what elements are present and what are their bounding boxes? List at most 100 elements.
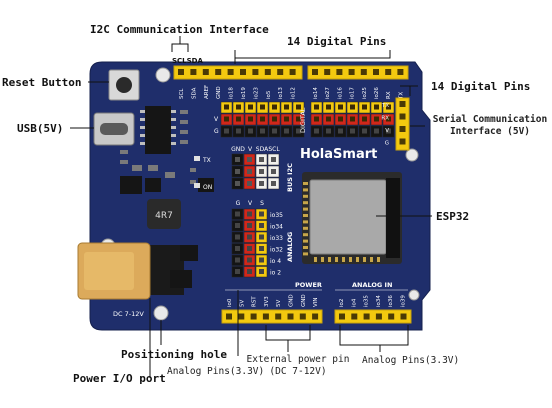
digital-pin-hole [248, 117, 253, 122]
top-pin-hole [265, 69, 271, 75]
analog-in-pin-hole [388, 314, 394, 320]
dc-label: DC 7-12V [113, 310, 144, 318]
power-pin-label: 5V [276, 300, 282, 307]
power-io-callout: Power I/O port [73, 372, 166, 385]
esp32-pad [349, 257, 352, 262]
analog-pin-hole [235, 235, 240, 240]
top-pin-label: io23 [253, 87, 259, 99]
analog-pin-hole [235, 212, 240, 217]
serial-callout-line1: Serial Communication [430, 114, 550, 126]
analog-pin-hole [247, 212, 252, 217]
analog-side-label: io32 [270, 247, 283, 254]
top-pin-hole [397, 69, 403, 75]
analog-pin-hole [247, 258, 252, 263]
top-pin-hole [361, 69, 367, 75]
digital-pin-hole [224, 117, 229, 122]
digital-pin-hole [224, 129, 229, 134]
reset-button-callout: Reset Button [2, 76, 81, 89]
top-pin-label: io26 [374, 87, 380, 99]
digital-pin-hole [350, 129, 355, 134]
reset-button[interactable] [109, 70, 139, 100]
mounting-hole-bottom [154, 306, 168, 320]
esp32-pad [303, 195, 308, 198]
analog-side-label: io 2 [270, 270, 281, 277]
digital-pin-hole [326, 105, 331, 110]
top-pin-hole [178, 69, 184, 75]
usb-port[interactable] [94, 113, 134, 145]
analog-in-pin-hole [364, 314, 370, 320]
digital-pin-hole [374, 105, 379, 110]
digital-pin-hole [272, 117, 277, 122]
bus-i2c-label: BUS I2C [286, 163, 294, 192]
digital-pin-hole [272, 129, 277, 134]
esp32-pad [303, 188, 308, 191]
top-pin-hole [228, 69, 234, 75]
esp32-pad [303, 214, 308, 217]
power-jack[interactable] [78, 243, 184, 299]
esp32-pad [303, 182, 308, 185]
top-pin-hole [277, 69, 283, 75]
top-pin-label: AREF [204, 85, 210, 99]
i2c-pin-hole [235, 181, 240, 186]
i2c-pin-hole [247, 169, 252, 174]
esp32-pad [335, 257, 338, 262]
analog-pin-hole [247, 269, 252, 274]
serial-callout-line2: Interface (5V) [430, 126, 550, 138]
top-pin-hole [290, 69, 296, 75]
digital-pin-hole [326, 117, 331, 122]
analog-pin-hole [247, 246, 252, 251]
analog-in-pin-label: io35 [364, 295, 370, 307]
esp32-pad [303, 252, 308, 255]
analog-in-pin-hole [376, 314, 382, 320]
analog-in-pin-label: io36 [388, 295, 394, 307]
analog-side-label: io33 [270, 235, 283, 242]
digital-vertical-label: DIGITAL [299, 107, 307, 133]
power-pin-label: 5V [239, 300, 245, 307]
esp32-pad [356, 257, 359, 262]
power-pin-label: RST [252, 296, 258, 307]
analog-pins-right-callout: Analog Pins(3.3V) [362, 355, 459, 367]
top-pin-hole [385, 69, 391, 75]
power-pin-label: VIN [313, 298, 319, 308]
power-pin-hole [226, 314, 232, 320]
analog-pin-hole [259, 223, 264, 228]
serial-pin-hole [400, 126, 406, 132]
power-header [222, 310, 322, 323]
digital-pin-hole [326, 129, 331, 134]
esp32-pad [342, 257, 345, 262]
digital-pin-hole [236, 117, 241, 122]
digital-pin-hole [314, 117, 319, 122]
digital-pin-hole [260, 105, 265, 110]
i2c-pin-hole [259, 181, 264, 186]
top-pin-label: GND [216, 86, 222, 99]
esp32-pad [321, 257, 324, 262]
tx-led-label: TX [202, 157, 211, 164]
top-pin-label: io12 [291, 87, 297, 99]
i2c-column-label: SCL [268, 146, 280, 153]
bottom-pin-holes [226, 314, 407, 320]
serial-pin-label: V [385, 128, 389, 134]
i2c-pin-hole [235, 157, 240, 162]
analog-side-label: io34 [270, 224, 283, 231]
analog-vertical-label: ANALOG [286, 232, 294, 262]
analog-pin-hole [247, 223, 252, 228]
serial-interface-callout: Serial Communication Interface (5V) [430, 114, 550, 138]
analog-in-pin-hole [401, 314, 407, 320]
analog-pin-hole [259, 269, 264, 274]
esp32-pad [303, 201, 308, 204]
gvs-column-label: S [260, 200, 264, 207]
inductor-4r7: 4R7 [147, 199, 181, 229]
digital-pin-hole [236, 129, 241, 134]
i2c-column-label: GND [231, 146, 245, 153]
power-pin-hole [288, 314, 294, 320]
top-pin-hole [215, 69, 221, 75]
power-title: POWER [295, 281, 322, 289]
power-pin-hole [251, 314, 257, 320]
top-pin-label: SCL [179, 88, 185, 99]
i2c-pin-hole [259, 169, 264, 174]
serial-pin-label: RX [381, 116, 389, 122]
on-led [194, 183, 200, 188]
mounting-hole-bottom-right [409, 290, 419, 300]
serial-pin-hole [400, 101, 406, 107]
i2c-column-label: SDA [256, 146, 269, 153]
